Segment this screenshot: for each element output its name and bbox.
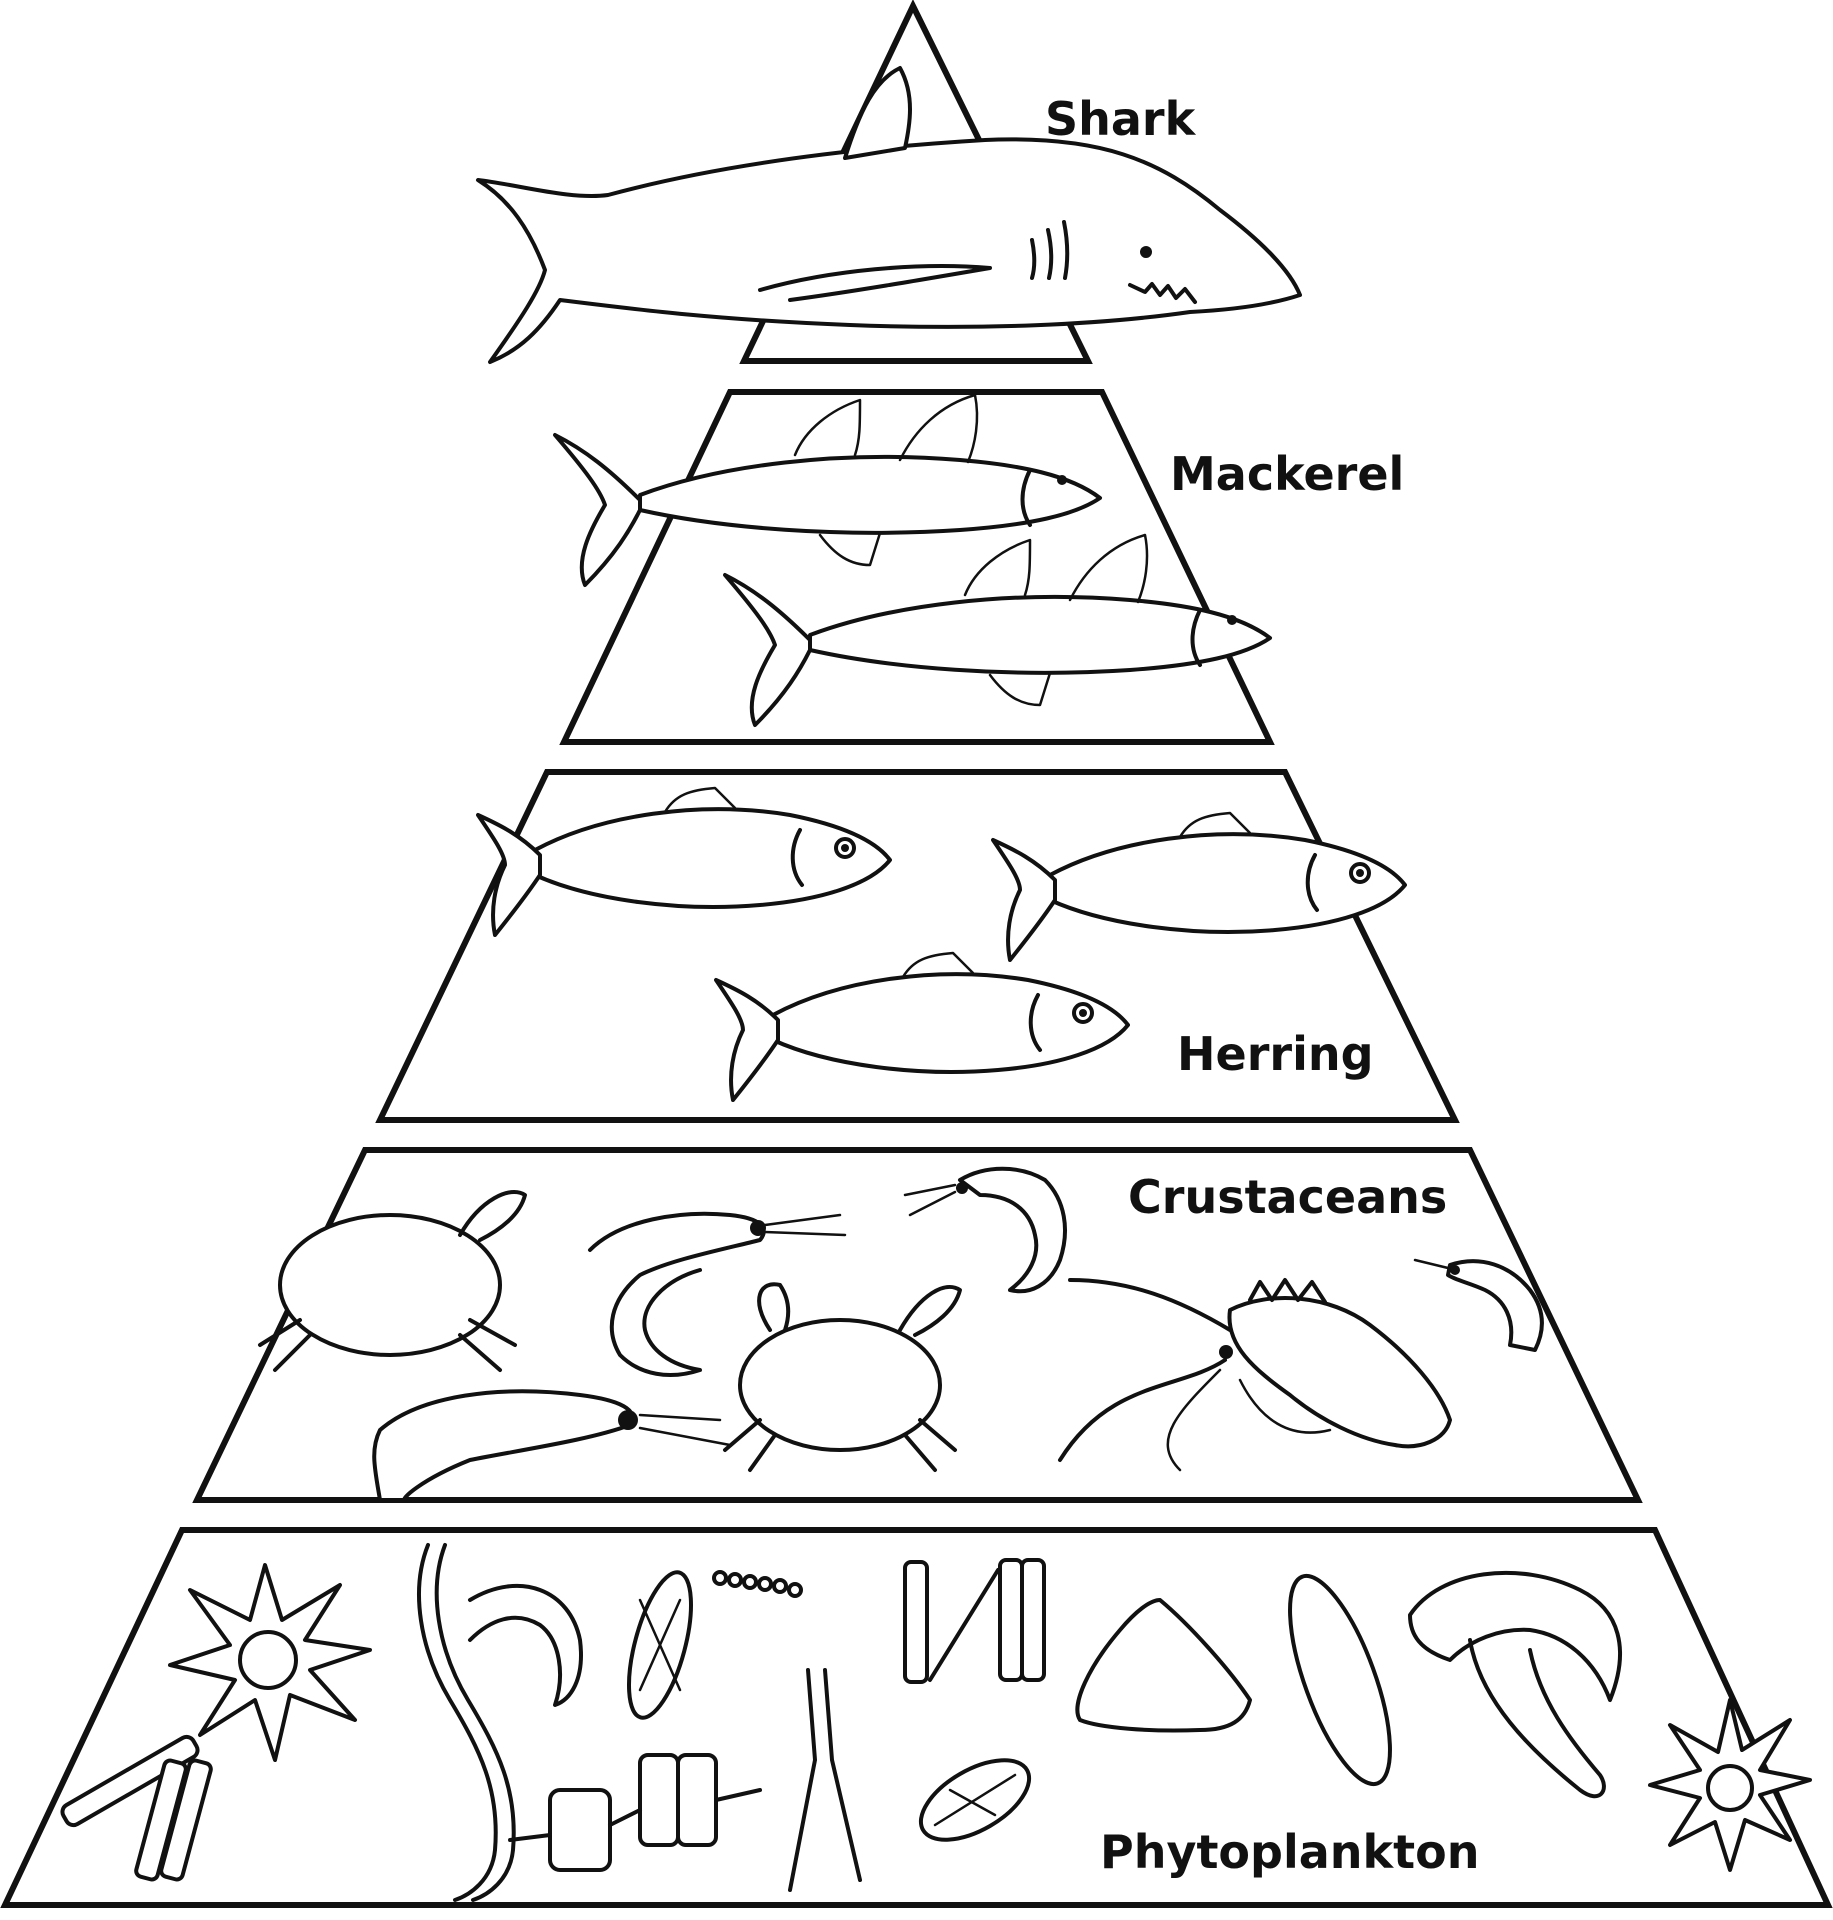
shark-gill-1	[1030, 238, 1037, 280]
plankton-star-2	[1648, 1698, 1812, 1872]
label-crustaceans: Crustaceans	[1128, 1170, 1447, 1224]
herring-fish-2	[991, 811, 1407, 962]
label-herring: Herring	[1177, 1027, 1374, 1081]
plankton-barrels	[508, 1753, 762, 1872]
plankton-diatom-2	[1288, 1573, 1392, 1787]
plankton-crescent-1	[468, 1583, 583, 1707]
herring-illustration	[476, 786, 1407, 1102]
plankton-chain-2	[788, 1668, 862, 1892]
level-labels: Shark Mackerel Herring Crustaceans Phyto…	[1045, 92, 1479, 1879]
label-shark: Shark	[1045, 92, 1197, 146]
plankton-chain-1-edge	[434, 1543, 516, 1902]
shark-gill-3	[1062, 220, 1070, 280]
shrimp-1	[588, 1211, 847, 1377]
mackerel-fish-1	[553, 393, 1102, 587]
plankton-star-1	[168, 1563, 372, 1762]
shark-pectoral-fin	[758, 264, 992, 302]
tier-phytoplankton	[0, 1527, 1833, 1908]
herring-fish-1	[476, 786, 892, 937]
plankton-crescent-2	[1408, 1570, 1622, 1702]
shark-mouth	[1128, 282, 1197, 304]
crab-2	[723, 1282, 962, 1472]
mackerel-illustration	[553, 393, 1272, 727]
shark-illustration	[476, 66, 1302, 364]
plankton-triangle	[1075, 1598, 1252, 1733]
label-phytoplankton: Phytoplankton	[1100, 1825, 1479, 1879]
plankton-rods-1	[903, 1558, 1046, 1684]
crustaceans-illustration	[258, 1166, 1544, 1502]
plankton-funnel	[1468, 1638, 1606, 1799]
mackerel-fish-2	[723, 533, 1272, 727]
label-mackerel: Mackerel	[1170, 447, 1404, 501]
shark-dorsal-fin	[843, 66, 912, 160]
shark-eye	[1140, 246, 1152, 258]
plankton-chain-1	[417, 1543, 498, 1902]
shrimp-3	[903, 1166, 1067, 1294]
plankton-bead-chain	[712, 1570, 803, 1598]
shark-gill-2	[1046, 228, 1054, 280]
phytoplankton-illustration	[60, 1543, 1812, 1902]
shark-body	[476, 137, 1302, 364]
shrimp-4	[1413, 1258, 1544, 1352]
plankton-rods-2	[60, 1734, 213, 1882]
lobster	[1058, 1278, 1452, 1472]
shrimp-2	[372, 1389, 732, 1502]
tier-mackerel	[559, 389, 1275, 745]
herring-fish-3	[714, 951, 1130, 1102]
crab-1	[258, 1189, 527, 1372]
